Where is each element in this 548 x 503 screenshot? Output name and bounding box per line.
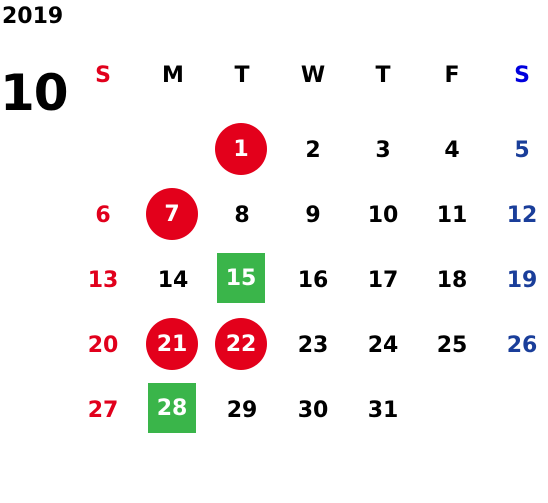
day-cell-saturday[interactable]: 19 bbox=[506, 267, 538, 293]
day-cell[interactable]: 18 bbox=[436, 267, 468, 293]
day-cell-holiday[interactable]: 1 bbox=[215, 123, 267, 175]
week-row-2: 6 7 8 9 10 11 12 bbox=[68, 188, 548, 253]
day-cell[interactable]: 23 bbox=[297, 332, 329, 358]
day-cell[interactable]: 29 bbox=[226, 397, 258, 423]
day-cell-sunday[interactable]: 27 bbox=[87, 397, 119, 423]
weekday-wednesday: W bbox=[300, 62, 326, 88]
day-cell-event[interactable]: 15 bbox=[217, 253, 265, 303]
weekday-tuesday: T bbox=[234, 62, 250, 88]
weekday-saturday: S bbox=[514, 62, 530, 88]
day-cell-holiday[interactable]: 21 bbox=[146, 318, 198, 370]
month-label: 10 bbox=[0, 64, 69, 122]
weekday-friday: F bbox=[444, 62, 460, 88]
day-cell[interactable]: 31 bbox=[367, 397, 399, 423]
day-cell[interactable]: 11 bbox=[436, 202, 468, 228]
weekday-header-row: S M T W T F S bbox=[68, 48, 548, 113]
day-cell[interactable]: 25 bbox=[436, 332, 468, 358]
day-cell-event[interactable]: 28 bbox=[148, 383, 196, 433]
day-cell[interactable]: 30 bbox=[297, 397, 329, 423]
day-cell-saturday[interactable]: 5 bbox=[514, 137, 530, 163]
week-row-1: 1 2 3 4 5 bbox=[68, 123, 548, 188]
day-cell[interactable]: 3 bbox=[375, 137, 391, 163]
week-row-3: 13 14 15 16 17 18 19 bbox=[68, 253, 548, 318]
day-cell-sunday[interactable]: 6 bbox=[95, 202, 111, 228]
day-cell-holiday[interactable]: 7 bbox=[146, 188, 198, 240]
day-cell[interactable]: 9 bbox=[305, 202, 321, 228]
weekday-monday: M bbox=[162, 62, 184, 88]
day-cell[interactable]: 2 bbox=[305, 137, 321, 163]
day-cell-saturday[interactable]: 26 bbox=[506, 332, 538, 358]
day-cell[interactable]: 4 bbox=[444, 137, 460, 163]
day-cell-sunday[interactable]: 20 bbox=[87, 332, 119, 358]
day-cell[interactable]: 8 bbox=[234, 202, 250, 228]
day-cell[interactable]: 14 bbox=[157, 267, 189, 293]
day-cell[interactable]: 24 bbox=[367, 332, 399, 358]
week-row-4: 20 21 22 23 24 25 26 bbox=[68, 318, 548, 383]
day-cell-holiday[interactable]: 22 bbox=[215, 318, 267, 370]
day-cell-sunday[interactable]: 13 bbox=[87, 267, 119, 293]
day-cell-saturday[interactable]: 12 bbox=[506, 202, 538, 228]
day-cell[interactable]: 10 bbox=[367, 202, 399, 228]
weekday-thursday: T bbox=[375, 62, 391, 88]
day-cell[interactable]: 17 bbox=[367, 267, 399, 293]
year-label: 2019 bbox=[2, 4, 64, 29]
day-cell[interactable]: 16 bbox=[297, 267, 329, 293]
week-row-5: 27 28 29 30 31 bbox=[68, 383, 548, 448]
weekday-sunday: S bbox=[95, 62, 111, 88]
